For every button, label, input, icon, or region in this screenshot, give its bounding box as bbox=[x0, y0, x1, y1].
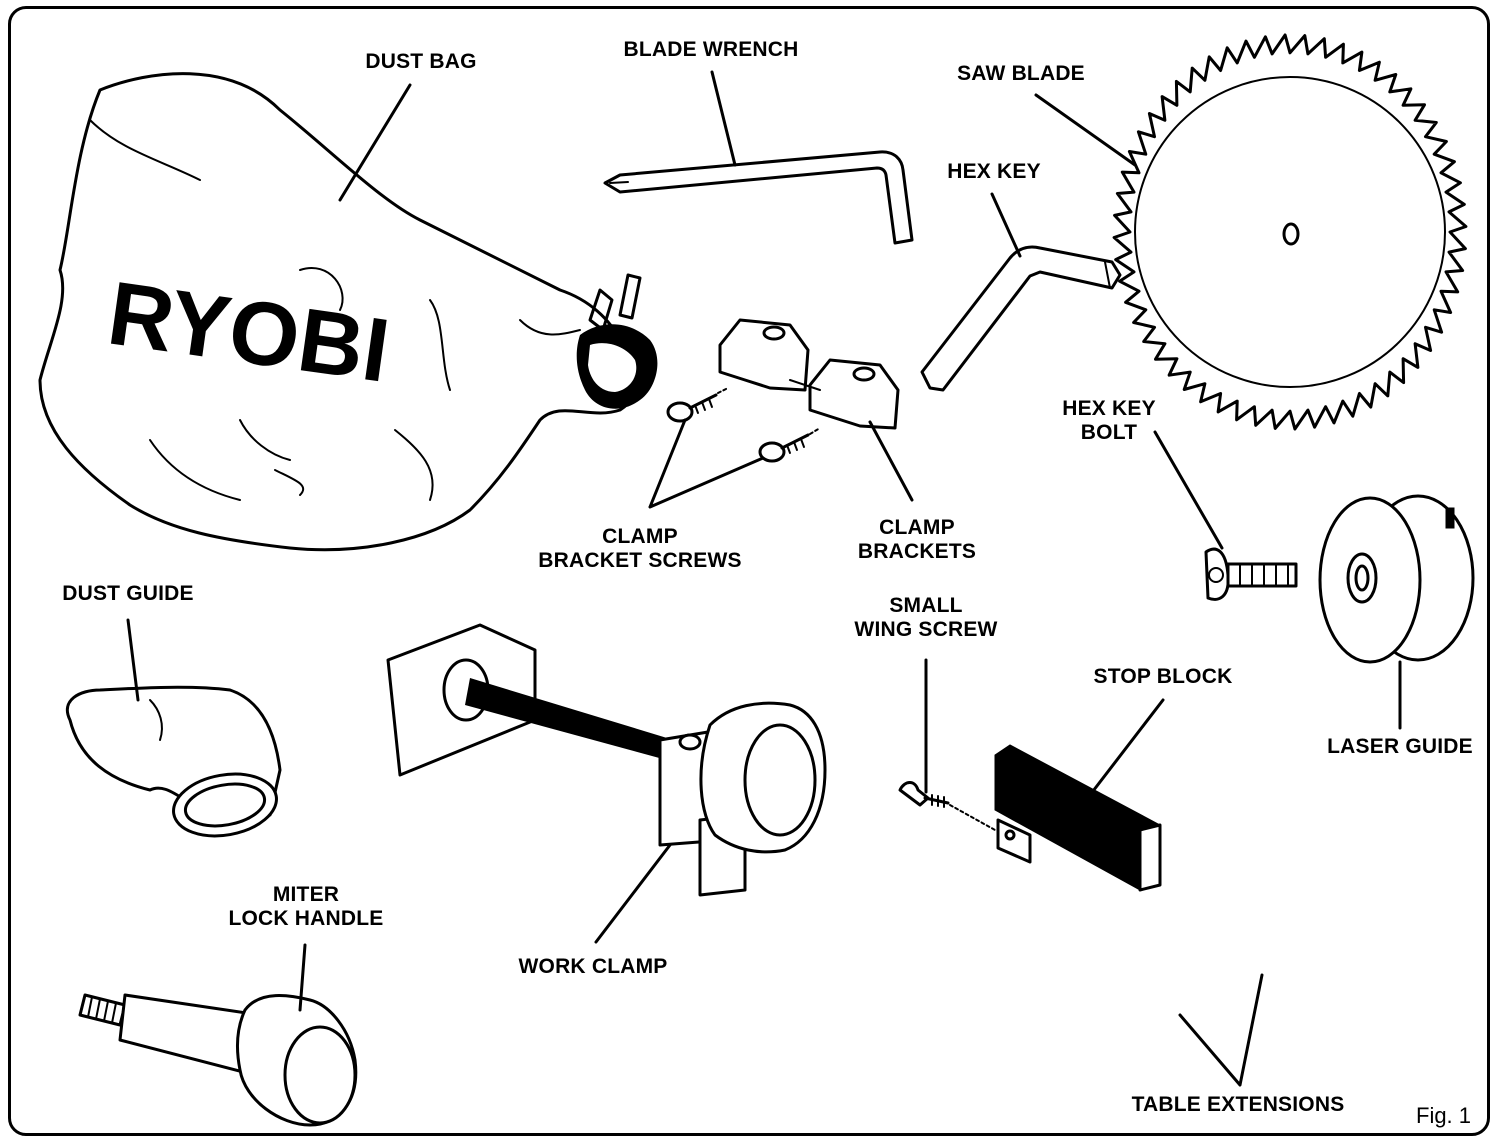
blade-wrench-part bbox=[603, 150, 914, 245]
label-clamp-brackets-line2: BRACKETS bbox=[857, 540, 977, 563]
leader-stop-block bbox=[1078, 698, 1165, 810]
label-miter-lock-handle: MITER LOCK HANDLE bbox=[228, 883, 383, 931]
label-table-extensions: TABLE EXTENSIONS bbox=[1131, 1093, 1345, 1116]
label-blade-wrench: BLADE WRENCH bbox=[623, 38, 799, 61]
table-extensions-part bbox=[767, 853, 1473, 1093]
leader-lines bbox=[126, 70, 1402, 1087]
label-hex-key-bolt: HEX KEY BOLT bbox=[1062, 397, 1156, 445]
label-small-wing-screw: SMALL WING SCREW bbox=[854, 594, 997, 642]
label-dust-guide: DUST GUIDE bbox=[62, 582, 194, 605]
label-clamp-bracket-screws-line1: CLAMP bbox=[602, 525, 678, 548]
leader-miter-lock-handle bbox=[298, 943, 307, 1012]
label-small-wing-screw-line1: SMALL bbox=[889, 594, 963, 617]
label-clamp-bracket-screws-line2: BRACKET SCREWS bbox=[538, 549, 742, 572]
label-miter-lock-handle-line1: MITER bbox=[272, 883, 340, 906]
label-clamp-brackets-line1: CLAMP bbox=[879, 516, 955, 539]
leader-hex-key bbox=[990, 192, 1022, 258]
leader-saw-blade bbox=[1034, 93, 1137, 167]
miter-lock-handle-part bbox=[78, 993, 358, 1127]
figure-frame bbox=[8, 6, 1490, 1136]
clamp-bracket-screws-part bbox=[666, 387, 821, 463]
label-clamp-bracket-screws: CLAMP BRACKET SCREWS bbox=[538, 525, 741, 573]
small-wing-screw-part bbox=[898, 781, 996, 831]
dust-guide-part bbox=[65, 685, 282, 838]
leader-dust-guide bbox=[126, 618, 140, 702]
label-work-clamp: WORK CLAMP bbox=[518, 955, 668, 978]
label-clamp-brackets: CLAMP BRACKETS bbox=[858, 516, 976, 564]
figure-caption: Fig. 1 bbox=[1416, 1103, 1472, 1128]
saw-blade-part bbox=[1112, 33, 1468, 431]
hex-key-part bbox=[920, 245, 1122, 392]
label-hex-key-bolt-line2: BOLT bbox=[1080, 421, 1138, 444]
clamp-brackets-part bbox=[718, 318, 900, 430]
hex-key-bolt-part bbox=[1204, 547, 1298, 601]
stop-block-part bbox=[994, 744, 1162, 892]
label-dust-bag: DUST BAG bbox=[365, 50, 477, 73]
dust-bag-part: RYOBI bbox=[38, 72, 658, 552]
leader-table-extensions bbox=[1178, 973, 1264, 1087]
label-laser-guide: LASER GUIDE bbox=[1327, 735, 1473, 758]
leader-dust-bag bbox=[338, 83, 412, 202]
leader-work-clamp bbox=[594, 843, 672, 944]
leader-clamp-brackets bbox=[868, 420, 914, 502]
label-stop-block: STOP BLOCK bbox=[1093, 665, 1233, 688]
leader-hex-key-bolt bbox=[1153, 430, 1224, 550]
leader-clamp-bracket-screws bbox=[648, 418, 765, 509]
work-clamp-part bbox=[386, 623, 827, 897]
leader-blade-wrench bbox=[710, 70, 737, 167]
laser-guide-part bbox=[1318, 494, 1475, 664]
label-miter-lock-handle-line2: LOCK HANDLE bbox=[228, 907, 384, 930]
label-hex-key: HEX KEY bbox=[947, 160, 1041, 183]
label-small-wing-screw-line2: WING SCREW bbox=[854, 618, 998, 641]
label-hex-key-bolt-line1: HEX KEY bbox=[1062, 397, 1156, 420]
label-saw-blade: SAW BLADE bbox=[957, 62, 1085, 85]
